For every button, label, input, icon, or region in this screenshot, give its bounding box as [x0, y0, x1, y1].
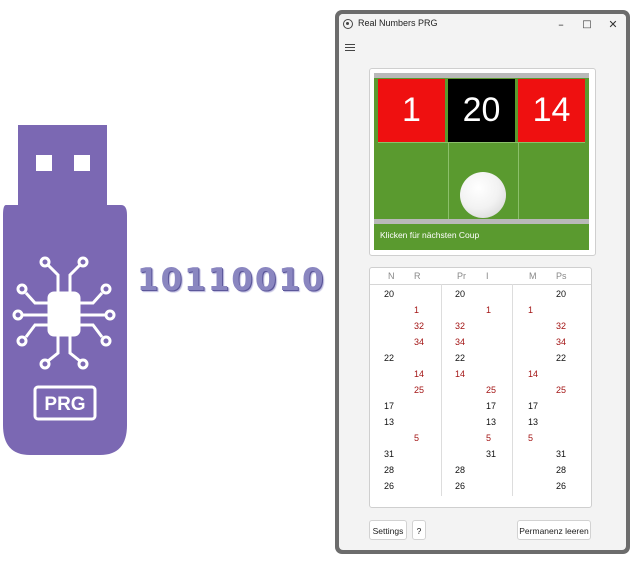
- permanence-entry: 34: [455, 337, 466, 347]
- column-header: I: [486, 271, 489, 281]
- permanence-entry: 1: [528, 305, 534, 315]
- clear-permanence-button[interactable]: Permanenz leeren: [517, 520, 591, 540]
- permanence-entry: 20: [455, 289, 466, 299]
- previous-number-right: 14: [518, 79, 585, 142]
- permanence-entry: 14: [528, 369, 539, 379]
- permanence-entry: 32: [556, 321, 567, 331]
- permanence-entry: 14: [414, 369, 425, 379]
- window-client: Real Numbers PRG – □ ✕ 1 20 14 Klicken f…: [339, 14, 626, 550]
- column-header: Ps: [556, 271, 567, 281]
- binary-text: 10110010: [137, 262, 326, 298]
- permanence-entry: 5: [528, 433, 534, 443]
- column-header: R: [414, 271, 421, 281]
- column-header: M: [529, 271, 537, 281]
- permanence-entry: 31: [556, 449, 567, 459]
- close-button[interactable]: ✕: [608, 18, 618, 31]
- minimize-button[interactable]: –: [558, 18, 564, 31]
- hamburger-menu-icon[interactable]: [345, 44, 355, 52]
- window-title: Real Numbers PRG: [358, 18, 438, 28]
- permanence-entry: 28: [556, 465, 567, 475]
- felt-divider: [378, 142, 585, 143]
- permanence-entry: 17: [486, 401, 497, 411]
- felt-divider: [448, 142, 449, 219]
- column-header: N: [388, 271, 395, 281]
- permanence-entry: 13: [384, 417, 395, 427]
- app-icon: [343, 19, 353, 29]
- title-bar[interactable]: Real Numbers PRG – □ ✕: [339, 14, 626, 36]
- help-button[interactable]: ?: [412, 520, 426, 540]
- permanence-entry: 17: [528, 401, 539, 411]
- roulette-panel: 1 20 14 Klicken für nächsten Coup: [369, 68, 596, 256]
- next-coup-hint: Klicken für nächsten Coup: [380, 230, 480, 240]
- maximize-button[interactable]: □: [582, 19, 592, 30]
- permanence-entry: 5: [486, 433, 492, 443]
- permanence-entry: 31: [486, 449, 497, 459]
- permanence-entry: 25: [486, 385, 497, 395]
- permanence-entry: 34: [556, 337, 567, 347]
- permanence-entry: 26: [556, 481, 567, 491]
- current-number: 20: [448, 79, 515, 142]
- table-rail-bottom: [374, 219, 589, 224]
- usb-label: PRG: [44, 394, 86, 415]
- permanence-entry: 22: [455, 353, 466, 363]
- usb-stick-icon: [3, 125, 127, 455]
- felt-divider: [518, 142, 519, 219]
- permanence-entry: 1: [414, 305, 420, 315]
- column-header: Pr: [457, 271, 466, 281]
- permanence-entry: 22: [384, 353, 395, 363]
- column-separator: [512, 284, 513, 496]
- permanence-entry: 25: [556, 385, 567, 395]
- permanence-entry: 32: [455, 321, 466, 331]
- roulette-table[interactable]: 1 20 14 Klicken für nächsten Coup: [374, 73, 589, 250]
- permanence-entry: 26: [384, 481, 395, 491]
- permanence-entry: 17: [384, 401, 395, 411]
- permanence-entry: 32: [414, 321, 425, 331]
- permanence-entry: 31: [384, 449, 395, 459]
- permanence-entry: 28: [455, 465, 466, 475]
- settings-button[interactable]: Settings: [369, 520, 407, 540]
- roulette-ball: [460, 172, 506, 218]
- permanence-entry: 14: [455, 369, 466, 379]
- permanence-entry: 20: [384, 289, 395, 299]
- permanence-entry: 34: [414, 337, 425, 347]
- permanence-entry: 13: [528, 417, 539, 427]
- app-window: Real Numbers PRG – □ ✕ 1 20 14 Klicken f…: [335, 10, 630, 554]
- permanence-entry: 28: [384, 465, 395, 475]
- permanence-entry: 13: [486, 417, 497, 427]
- permanence-entry: 5: [414, 433, 420, 443]
- permanence-entry: 22: [556, 353, 567, 363]
- column-separator: [441, 284, 442, 496]
- table-rail-top: [374, 73, 589, 78]
- permanence-entry: 26: [455, 481, 466, 491]
- previous-number-left: 1: [378, 79, 445, 142]
- permanence-panel: N R Pr I M Ps 20 20 20 1 1 1 32 32 32 34 34 34 22 22 2…: [369, 267, 592, 508]
- permanence-entry: 1: [486, 305, 492, 315]
- permanence-header: N R Pr I M Ps: [370, 268, 591, 285]
- permanence-entry: 20: [556, 289, 567, 299]
- permanence-entry: 25: [414, 385, 425, 395]
